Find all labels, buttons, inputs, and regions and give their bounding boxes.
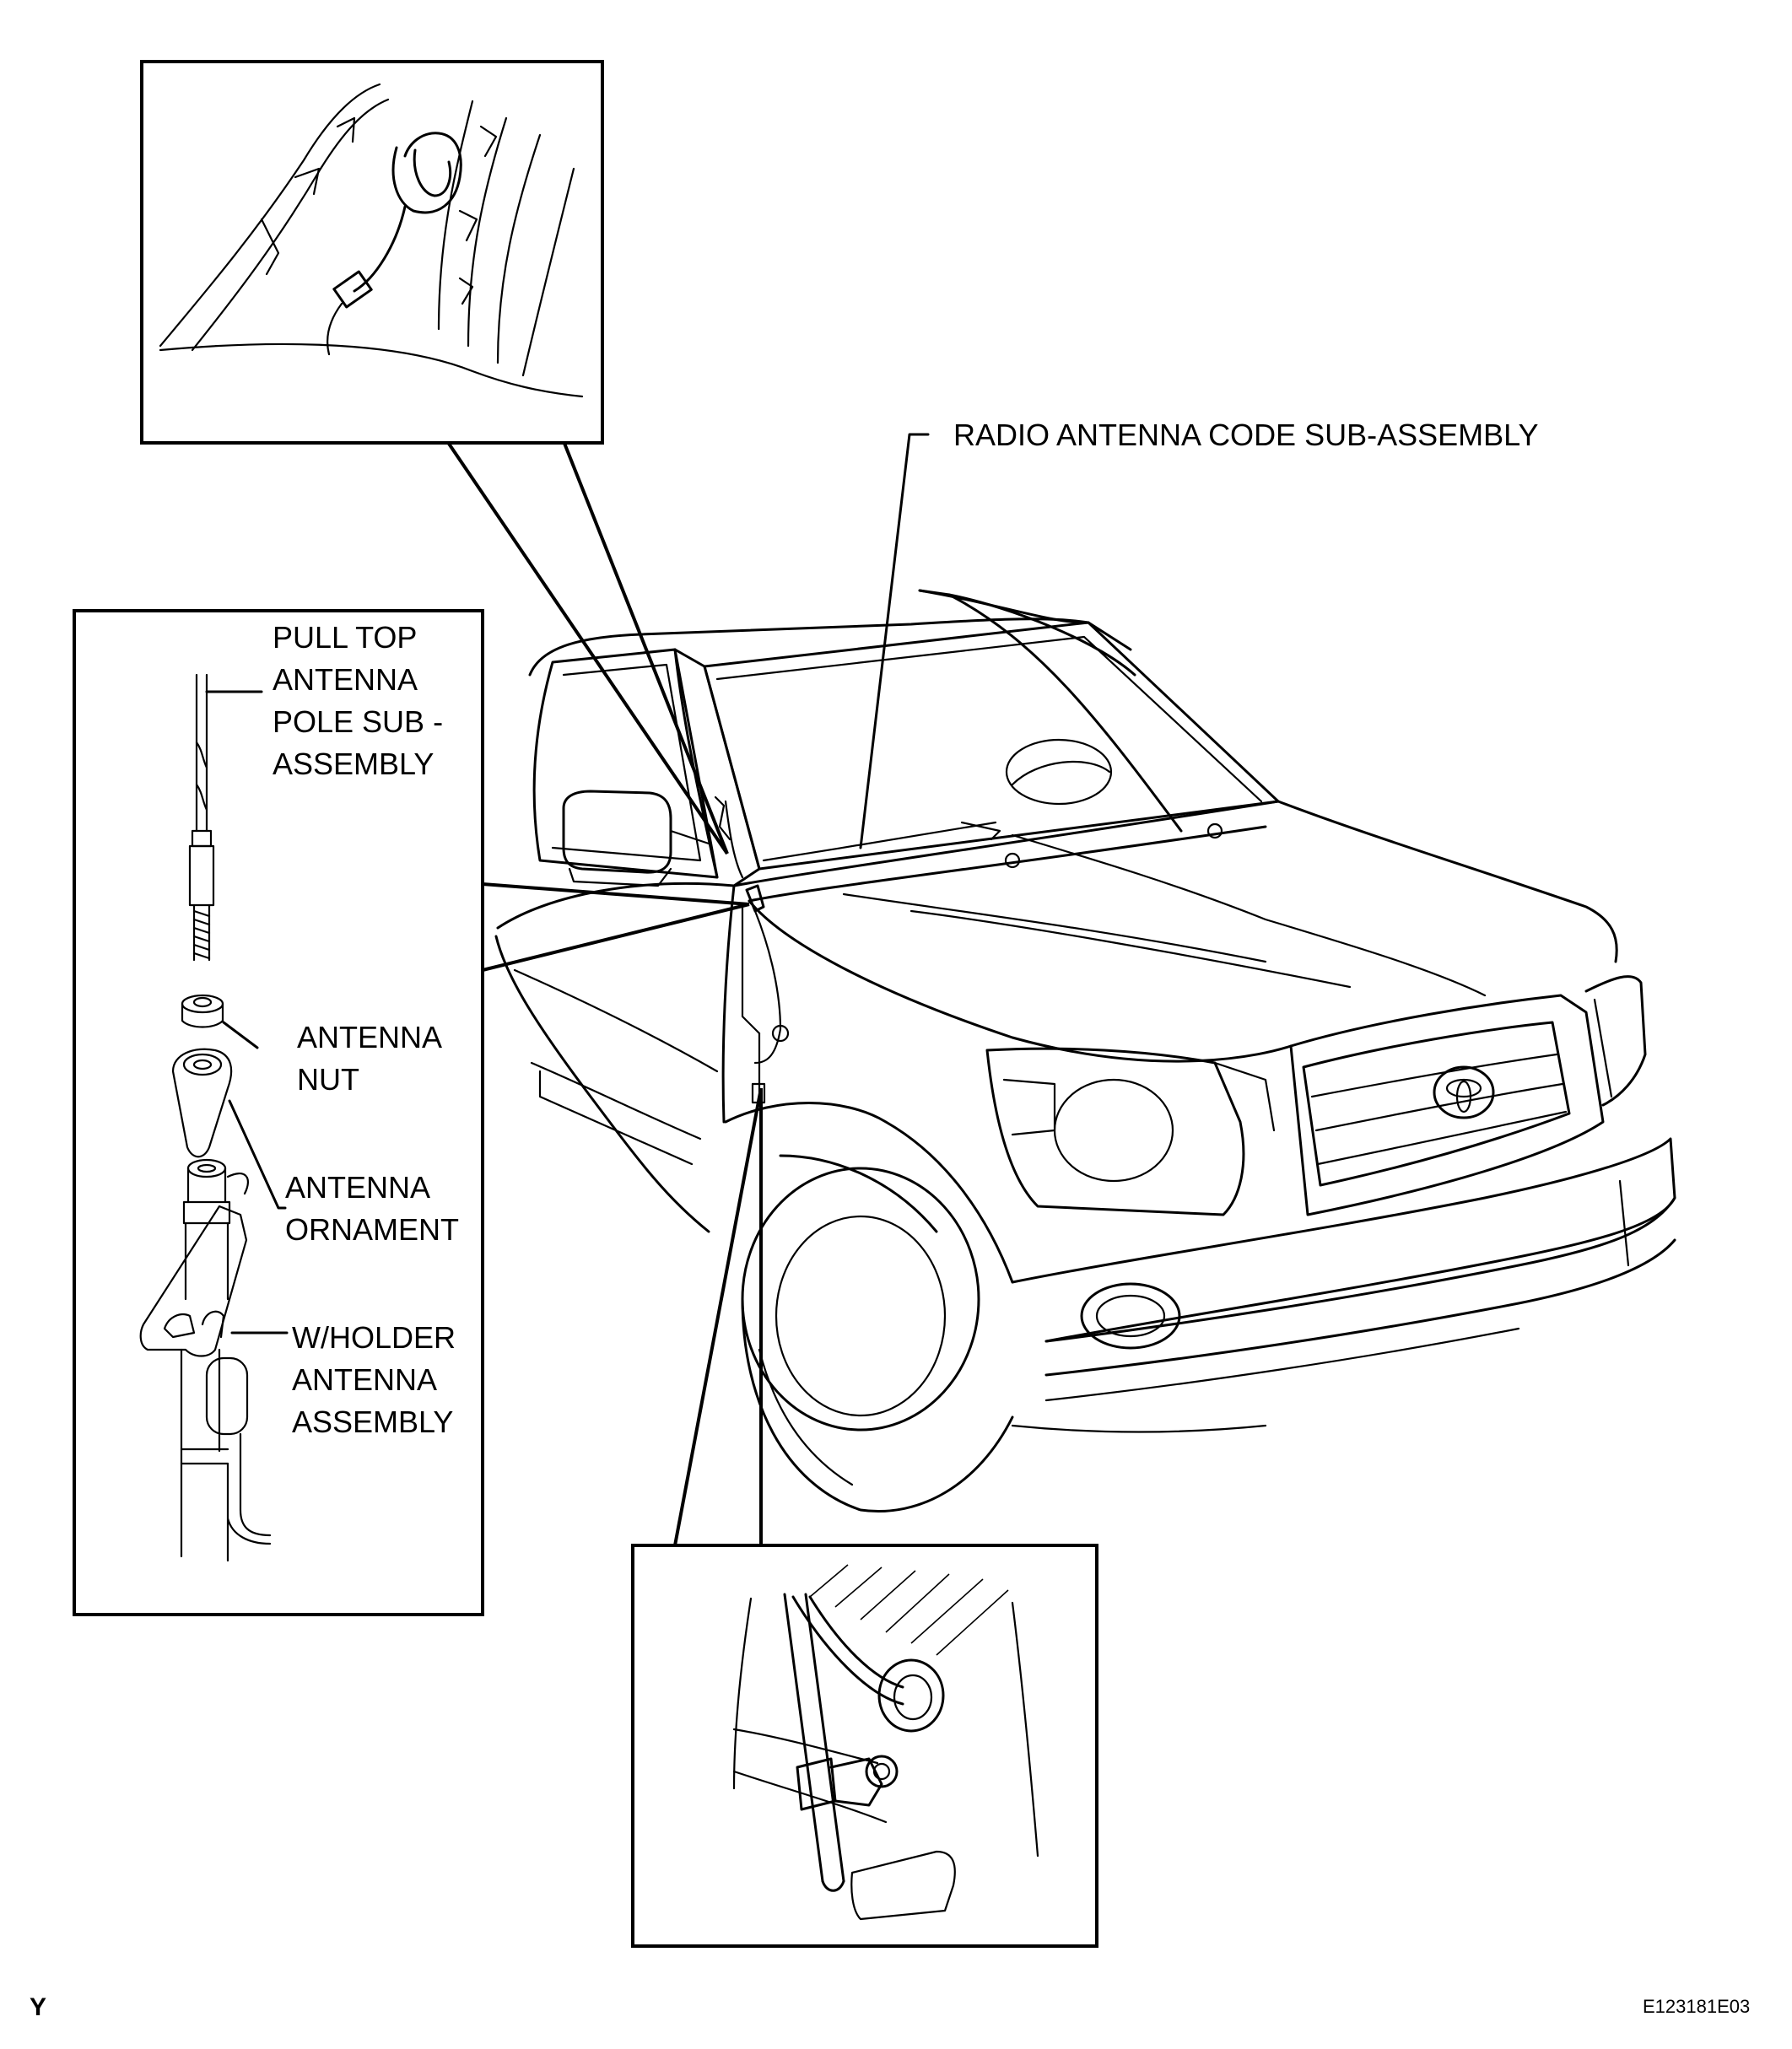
holder-assembly-label: W/HOLDER ANTENNA ASSEMBLY	[292, 1320, 464, 1439]
radio-code-leader	[859, 433, 930, 849]
antenna-ornament	[171, 1048, 233, 1158]
top-detail-inset	[140, 60, 604, 445]
antenna-nut-label: ANTENNA NUT	[297, 1020, 449, 1097]
antenna-pole	[188, 673, 215, 962]
radio-antenna-code-label: RADIO ANTENNA CODE SUB-ASSEMBLY	[953, 418, 1539, 452]
holder-antenna-assembly	[139, 1158, 272, 1562]
antenna-ornament-label: ANTENNA ORNAMENT	[285, 1170, 459, 1247]
corner-letter: Y	[30, 1993, 46, 2021]
ornament-leader	[228, 1099, 287, 1210]
pull-top-label: PULL TOP ANTENNA POLE SUB - ASSEMBLY	[273, 620, 451, 781]
antenna-nut-leader	[222, 1021, 259, 1049]
bottom-detail-inset	[631, 1544, 1098, 1948]
callout-leaders	[445, 439, 763, 1546]
parts-detail-inset: PULL TOP ANTENNA POLE SUB - ASSEMBLY ANT…	[73, 609, 484, 1616]
figure-code: E123181E03	[1643, 1996, 1750, 2017]
truck-illustration	[494, 589, 1676, 1512]
toyota-emblem-icon	[1433, 1065, 1495, 1119]
antenna-nut	[181, 994, 224, 1028]
